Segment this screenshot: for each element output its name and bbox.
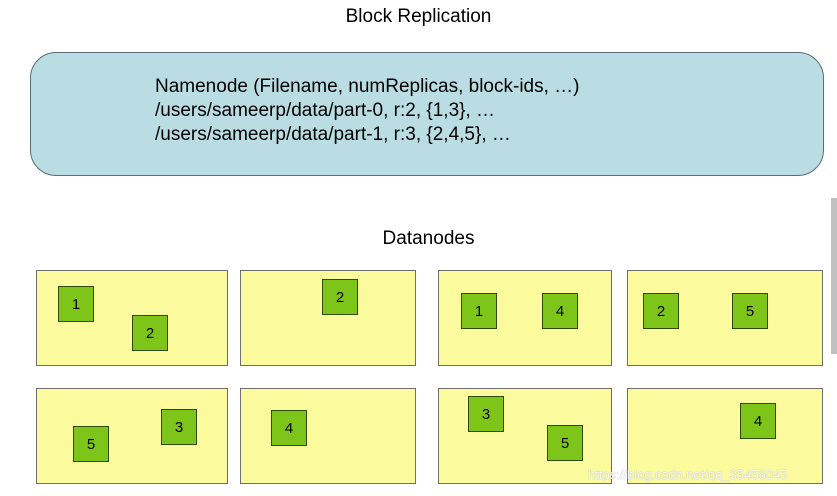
datanode: 2 5	[627, 270, 823, 366]
block: 5	[73, 426, 109, 462]
block: 5	[732, 293, 768, 329]
block: 4	[542, 293, 578, 329]
block: 3	[161, 409, 197, 445]
namenode-file-entry: /users/sameerp/data/part-0, r:2, {1,3}, …	[155, 100, 496, 121]
watermark: https://blog.csdn.net/qq_35456045	[588, 467, 788, 482]
block: 1	[461, 293, 497, 329]
block: 3	[468, 396, 504, 432]
namenode-metadata: Namenode (Filename, numReplicas, block-i…	[155, 75, 580, 147]
datanode: 5 3	[36, 388, 228, 484]
datanode: 3 5	[438, 388, 612, 484]
datanode: 1 4	[438, 270, 612, 366]
block: 4	[271, 410, 307, 446]
namenode-file-entry: /users/sameerp/data/part-1, r:3, {2,4,5}…	[155, 124, 511, 145]
block: 5	[547, 425, 583, 461]
datanode: 1 2	[36, 270, 228, 366]
block: 2	[322, 279, 358, 315]
datanode: 4	[240, 388, 416, 484]
datanode: 2	[240, 270, 416, 366]
block: 2	[643, 293, 679, 329]
datanodes-label: Datanodes	[382, 228, 475, 249]
namenode-header-line: Namenode (Filename, numReplicas, block-i…	[155, 76, 580, 97]
datanode: 4	[627, 388, 823, 484]
diagram-title: Block Replication	[345, 6, 492, 27]
block: 4	[740, 403, 776, 439]
namenode-box: Namenode (Filename, numReplicas, block-i…	[30, 52, 824, 176]
block: 1	[58, 286, 94, 322]
block: 2	[132, 315, 168, 351]
scrollbar[interactable]	[831, 198, 837, 354]
